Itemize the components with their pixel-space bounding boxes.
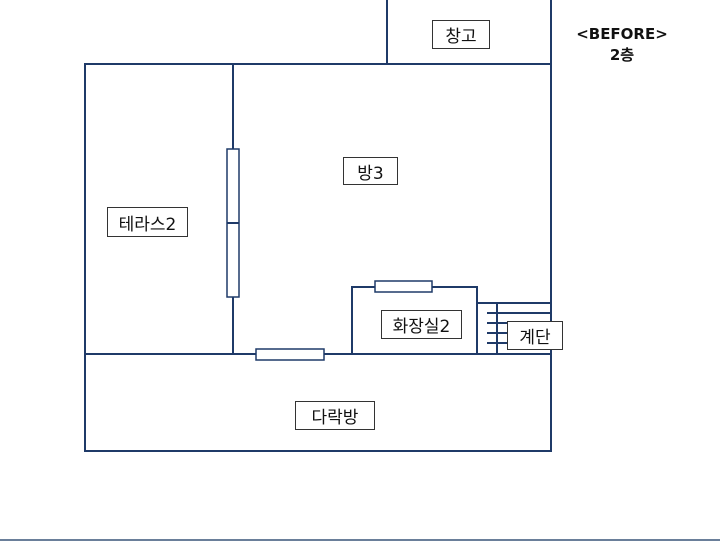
page-bottom-border	[0, 539, 720, 541]
terrace2-label: 테라스2	[107, 207, 188, 237]
room3-label: 방3	[343, 157, 398, 185]
stairs-label: 계단	[507, 321, 563, 350]
bathroom2-label: 화장실2	[381, 310, 462, 339]
outer-wall	[84, 63, 552, 452]
window-terrace	[226, 148, 240, 298]
storage-label: 창고	[432, 20, 490, 49]
window-bathroom	[374, 280, 433, 293]
heading-floor: 2층	[609, 46, 635, 64]
attic-label: 다락방	[295, 401, 375, 430]
window-attic	[255, 348, 325, 361]
heading-title: <BEFORE>	[576, 25, 668, 43]
